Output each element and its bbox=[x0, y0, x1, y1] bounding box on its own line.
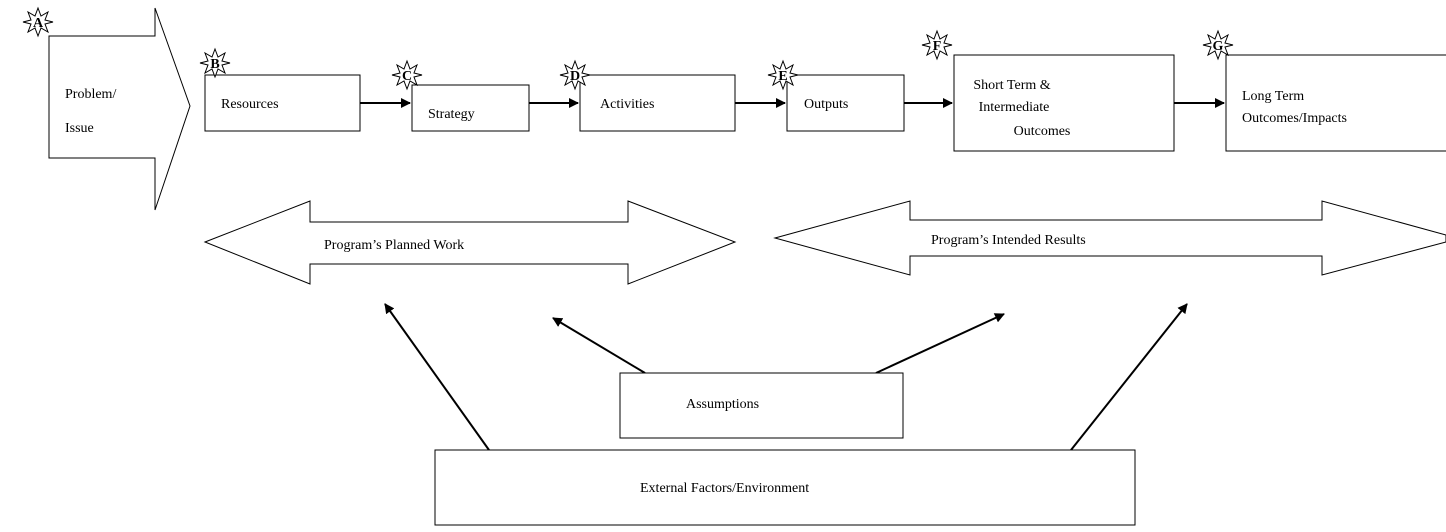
strategy-box: Strategy bbox=[411, 84, 530, 132]
badge-b-label: B bbox=[210, 57, 219, 72]
problem-label-line2: Issue bbox=[65, 121, 94, 136]
long-term-label-line2: Outcomes/Impacts bbox=[1242, 111, 1347, 126]
assumptions-to-intended-results-arrow bbox=[875, 313, 1005, 374]
short-term-label-line3: Outcomes bbox=[1014, 124, 1071, 139]
assumptions-to-planned-work-arrow bbox=[552, 317, 646, 374]
influence-arrows bbox=[384, 303, 1188, 451]
activities-box: Activities bbox=[579, 74, 736, 132]
planned-work-label: Program’s Planned Work bbox=[324, 238, 464, 253]
short-term-label-line1: Short Term & bbox=[973, 78, 1050, 93]
external-factors-box: External Factors/Environment bbox=[434, 449, 1136, 526]
badge-d-label: D bbox=[570, 69, 580, 84]
activities-label: Activities bbox=[600, 97, 654, 112]
badge-c: C bbox=[391, 59, 423, 91]
badge-a: A bbox=[22, 6, 54, 38]
strategy-label: Strategy bbox=[428, 107, 475, 122]
badge-g-label: G bbox=[1213, 39, 1224, 54]
assumptions-box: Assumptions bbox=[619, 372, 904, 439]
badge-d: D bbox=[559, 59, 591, 91]
assumptions-label: Assumptions bbox=[686, 397, 759, 412]
external-to-intended-results-arrow bbox=[1070, 303, 1188, 451]
external-factors-label: External Factors/Environment bbox=[640, 481, 809, 496]
planned-work-double-arrow: Program’s Planned Work bbox=[203, 200, 737, 285]
long-term-outcomes-box: Long Term Outcomes/Impacts bbox=[1225, 54, 1446, 152]
intended-results-double-arrow: Program’s Intended Results bbox=[773, 200, 1446, 276]
problem-issue-arrow: Problem/ Issue bbox=[48, 7, 191, 211]
badge-b: B bbox=[199, 47, 231, 79]
badge-f-label: F bbox=[933, 39, 942, 54]
badge-e: E bbox=[767, 59, 799, 91]
badge-e-label: E bbox=[778, 69, 787, 84]
intended-results-label: Program’s Intended Results bbox=[931, 233, 1086, 248]
long-term-label-line1: Long Term bbox=[1242, 89, 1304, 104]
badge-g: G bbox=[1202, 29, 1234, 61]
badge-a-label: A bbox=[33, 16, 44, 31]
resources-label: Resources bbox=[221, 97, 279, 112]
outputs-box: Outputs bbox=[786, 74, 905, 132]
short-term-outcomes-box: Short Term & Intermediate Outcomes bbox=[953, 54, 1175, 152]
badge-f: F bbox=[921, 29, 953, 61]
badge-c-label: C bbox=[402, 69, 412, 84]
external-to-planned-work-arrow bbox=[384, 303, 490, 451]
outputs-label: Outputs bbox=[804, 97, 848, 112]
resources-box: Resources bbox=[204, 74, 361, 132]
problem-label-line1: Problem/ bbox=[65, 87, 116, 102]
short-term-label-line2: Intermediate bbox=[979, 100, 1050, 115]
